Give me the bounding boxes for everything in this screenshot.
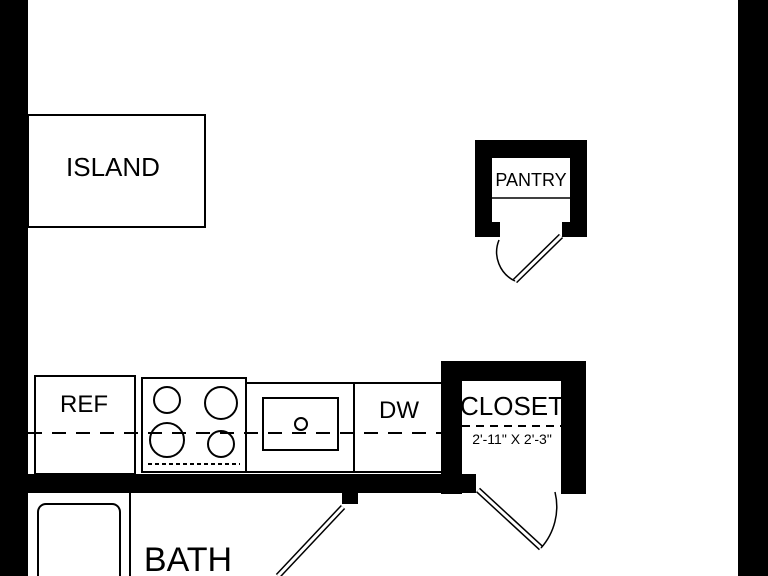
ref-label: REF — [60, 391, 108, 418]
island: ISLAND — [27, 114, 206, 228]
bathtub-icon — [37, 503, 121, 576]
pantry-door — [495, 233, 564, 284]
bath: BATH — [37, 493, 346, 576]
dw-label: DW — [379, 397, 419, 424]
closet: CLOSET 2'-11" X 2'-3" — [441, 361, 586, 551]
sink-icon — [262, 397, 339, 451]
right-exterior-wall — [738, 0, 768, 576]
closet-size-label: 2'-11" X 2'-3" — [472, 431, 552, 447]
bath-kitchen-wall — [28, 474, 476, 493]
pantry-label: PANTRY — [495, 170, 566, 190]
stove-burners-icon — [148, 386, 240, 465]
kitchen-counter: REF DW — [28, 375, 443, 475]
left-exterior-wall — [0, 0, 28, 576]
bath-door — [275, 504, 346, 576]
closet-door — [475, 487, 558, 551]
closet-label: CLOSET — [460, 391, 564, 421]
pantry: PANTRY — [475, 140, 587, 284]
door-jamb — [342, 489, 358, 504]
island-label: ISLAND — [66, 152, 160, 182]
bath-label: BATH — [144, 541, 232, 576]
refrigerator — [34, 375, 136, 475]
